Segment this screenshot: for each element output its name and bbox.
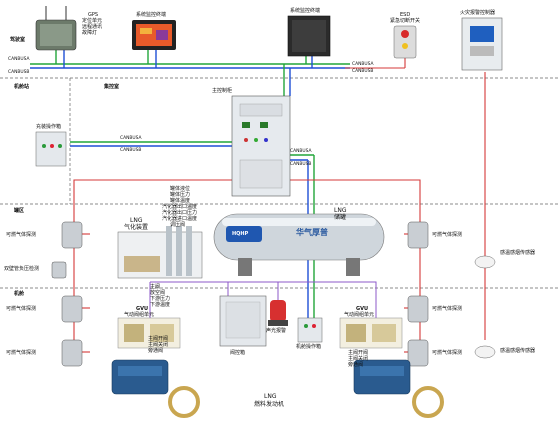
vaporizer-signal-3: 汽化器出口温度 [162, 204, 198, 210]
engine-label-0: LNG [264, 393, 277, 400]
sound-light-alarm [268, 300, 288, 326]
esd-label-1: 紧急切断开关 [390, 18, 421, 24]
valve-signal-2: 下游压力 [150, 296, 171, 302]
gps-label-1: 定位单元 [82, 18, 103, 24]
smoke-detectors [474, 255, 496, 359]
gas-detector-label-2: 可燃气体探测 [6, 350, 37, 356]
engine-label-1: 燃料发动机 [254, 401, 285, 408]
gvu-right-signal-0: 主阀开阀 [348, 350, 369, 356]
bridge-display-label: 系统监控终端 [136, 12, 167, 18]
detector-shapes-right [407, 221, 429, 367]
gas-detector-label-5: 可燃气体探测 [432, 350, 463, 356]
vaporizer-label-1: 气化装置 [124, 224, 149, 231]
gas-detector-label-1: 可燃气体探测 [6, 306, 37, 312]
zone-label-bridge: 驾驶室 [10, 37, 26, 43]
valve-signal-1: 放空阀 [150, 290, 166, 296]
vaporizer-signal-0: 罐体液位 [170, 186, 191, 192]
zone-separators [0, 77, 558, 289]
tank-label-1: 储罐 [334, 214, 347, 221]
fill-operation-box [35, 131, 67, 167]
zone-label-tank-area: 罐区 [14, 208, 25, 214]
engine-left [111, 359, 200, 418]
main-control-cabinet [231, 95, 291, 197]
zone-label-engine-room: 机舱 [14, 291, 25, 297]
engine-box-label: 机舱操作箱 [296, 344, 322, 350]
gvu-left-label-0: GVU [136, 306, 149, 312]
bus-label-b-right: CANBUSB [352, 69, 374, 74]
smoke-detector-label-1: 感温感烟传感器 [500, 348, 536, 354]
tank-brand: HQHP [232, 231, 249, 237]
main-cabinet-label: 主控制柜 [212, 88, 233, 94]
gas-detector-label-3: 可燃气体探测 [432, 232, 463, 238]
fire-panel [461, 17, 503, 71]
engine-right [353, 359, 444, 418]
tank-name: 华气厚普 [296, 228, 328, 237]
gvu-left-signal-2: 旁通阀 [148, 348, 164, 354]
bus-label-b-cab: CANBUSB [290, 162, 312, 167]
vaporizer-signal-6: 调压阀 [170, 222, 186, 228]
bus-label-b-left: CANBUSB [8, 70, 30, 75]
smoke-detector-label-0: 感温感烟传感器 [500, 250, 536, 256]
purple-main [150, 281, 377, 334]
double-wall-gauge [51, 261, 67, 279]
vaporizer-signal-1: 罐体压力 [170, 192, 191, 198]
vaporizer-signal-4: 汽化器出口压力 [162, 210, 198, 216]
valve-box-label: 阀控箱 [230, 350, 246, 356]
bus-label-a-cab: CANBUSA [290, 149, 312, 154]
valve-control-box [219, 295, 267, 347]
vaporizer-signal-5: 汽化器进口温度 [162, 216, 198, 222]
gvu-right-signal-2: 旁通阀 [348, 362, 364, 368]
vaporizer-label-0: LNG [130, 217, 143, 224]
gps-label-2: 远程通讯 [82, 24, 103, 30]
gas-detector-label-4: 可燃气体探测 [432, 306, 463, 312]
engine-operation-box [297, 317, 323, 343]
gps-unit [35, 6, 77, 51]
ecr-display [287, 15, 331, 57]
valve-signal-0: 主阀 [150, 284, 161, 290]
zone-label-engine-ctrl-left: 机舱站 [14, 84, 30, 90]
gvu-left-signal-0: 主阀开阀 [148, 336, 169, 342]
red-left-loop [73, 179, 250, 352]
lng-tank [213, 213, 385, 276]
bus-label-a-mid: CANBUSA [120, 136, 142, 141]
fire-panel-label: 火灾报警控制器 [460, 10, 496, 16]
valve-signal-3: 下游温度 [150, 302, 171, 308]
gps-label-3: 故障灯 [82, 30, 98, 36]
detector-shapes-left [61, 221, 83, 367]
gvu-right-label-0: GVU [356, 306, 369, 312]
bus-label-a-right: CANBUSA [352, 62, 374, 67]
red-right-loop [290, 179, 421, 352]
gvu-right-signal-1: 主阀关闭 [348, 356, 369, 362]
bus-label-a-left: CANBUSA [8, 57, 30, 62]
gas-detector-label-0: 可燃气体探测 [6, 232, 37, 238]
gvu-left-signal-1: 主阀关闭 [148, 342, 169, 348]
gvu-right-label-1: 气动阀组单元 [344, 312, 375, 318]
bridge-display [132, 20, 176, 50]
lng-vaporizer [117, 226, 203, 279]
purple-signal-lines [149, 281, 377, 334]
esd-switch [393, 25, 417, 59]
gvu-left [117, 317, 181, 349]
fill-box-label: 充装操作箱 [36, 124, 62, 130]
esd-label-0: ESD [400, 12, 411, 18]
vaporizer-signal-2: 罐体温度 [170, 198, 191, 204]
gps-label-0: GPS [88, 12, 99, 18]
alarm-label: 声光报警 [266, 328, 287, 334]
gvu-left-label-1: 气动阀组单元 [124, 312, 155, 318]
zone-label-ecr: 集控室 [104, 84, 120, 90]
bus-label-b-mid: CANBUSB [120, 148, 142, 153]
double-wall-gauge-label: 双壁管负压检测 [4, 266, 40, 272]
ecr-display-label: 系统监控终端 [290, 8, 321, 14]
gvu-right [339, 317, 403, 349]
tank-label-0: LNG [334, 207, 347, 214]
